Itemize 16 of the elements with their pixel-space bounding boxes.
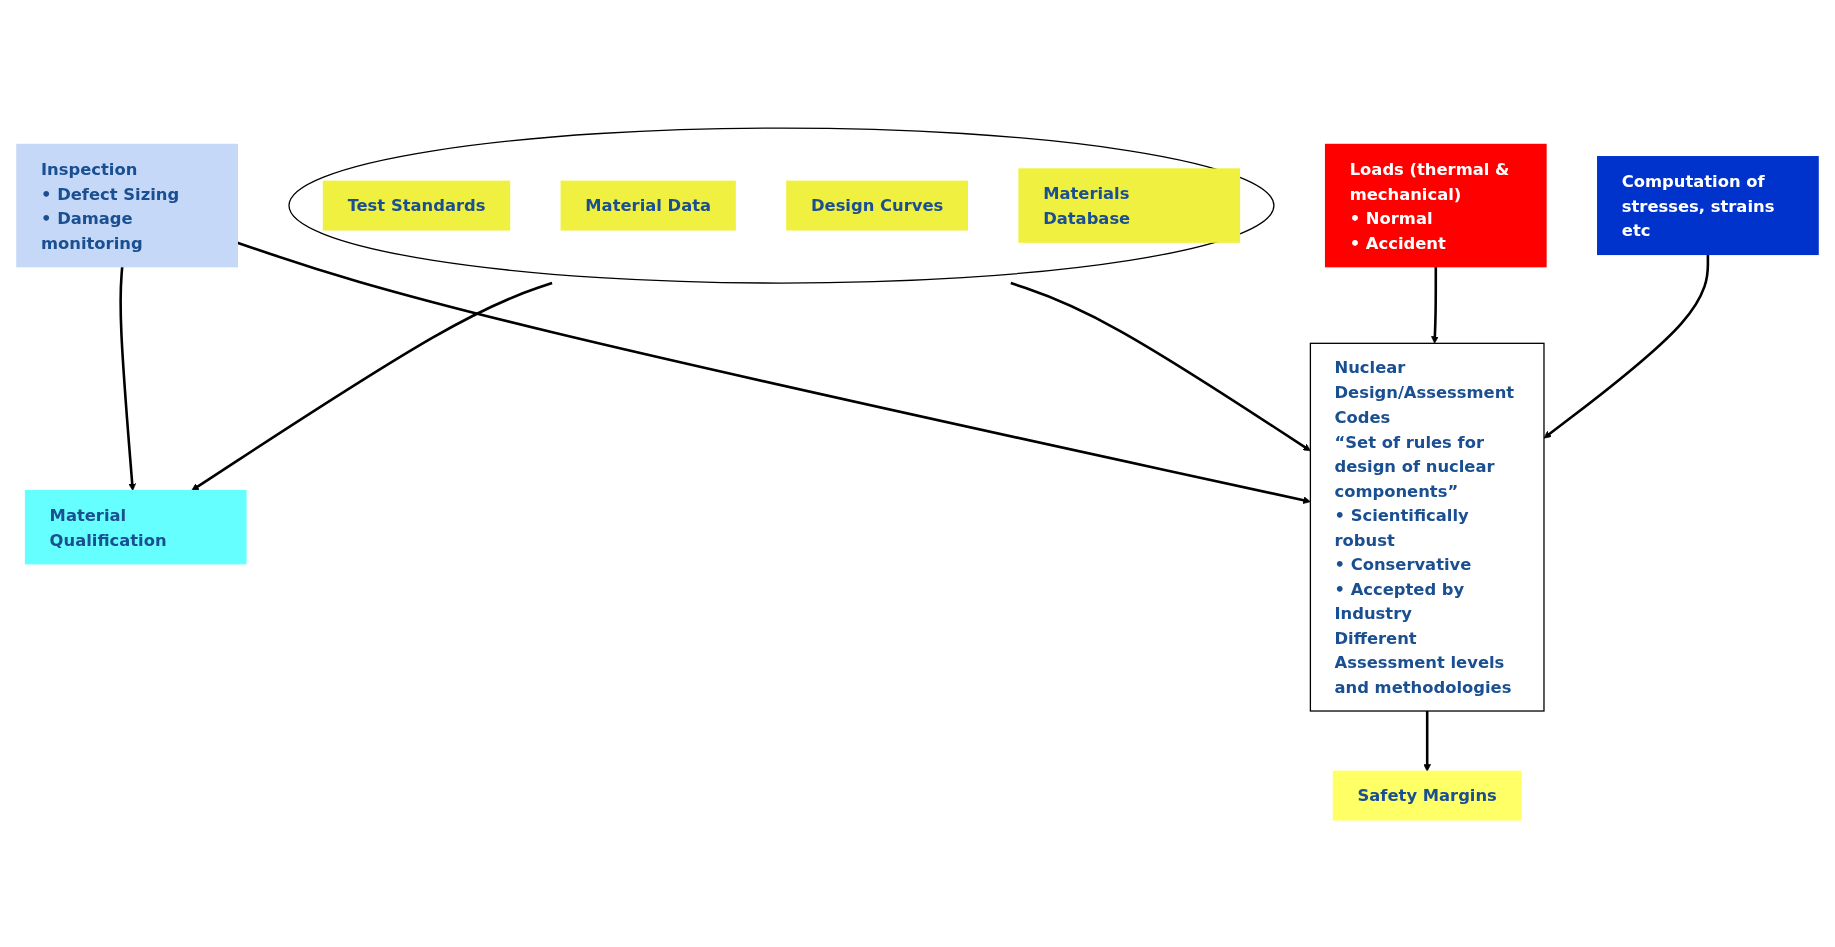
arrow bbox=[1431, 266, 1439, 344]
node-box: Computation of stresses, strains etc bbox=[1597, 155, 1819, 255]
node-box: Safety Margins bbox=[1332, 770, 1522, 821]
node-box: Loads (thermal & mechanical) • Normal • Accident bbox=[1324, 143, 1547, 267]
node-box: Design Curves bbox=[786, 180, 968, 231]
arrow bbox=[191, 281, 553, 491]
node-box: Material Data bbox=[560, 180, 736, 231]
arrow bbox=[1010, 281, 1311, 451]
node-box: Material Qualification bbox=[24, 489, 247, 564]
arrow bbox=[1543, 253, 1710, 438]
node-box: Materials Database bbox=[1018, 167, 1241, 243]
node-box: Test Standards bbox=[322, 180, 511, 231]
arrow bbox=[119, 266, 136, 491]
node-box: Inspection • Defect Sizing • Damage monitoring bbox=[16, 143, 238, 267]
node-box: Nuclear Design/Assessment Codes “Set of rules for design of nuclear components” • Scientifically robust • Conservative • Accepted by Industry Different Assessment levels and methodologies bbox=[1309, 342, 1545, 712]
arrow bbox=[1423, 710, 1431, 772]
